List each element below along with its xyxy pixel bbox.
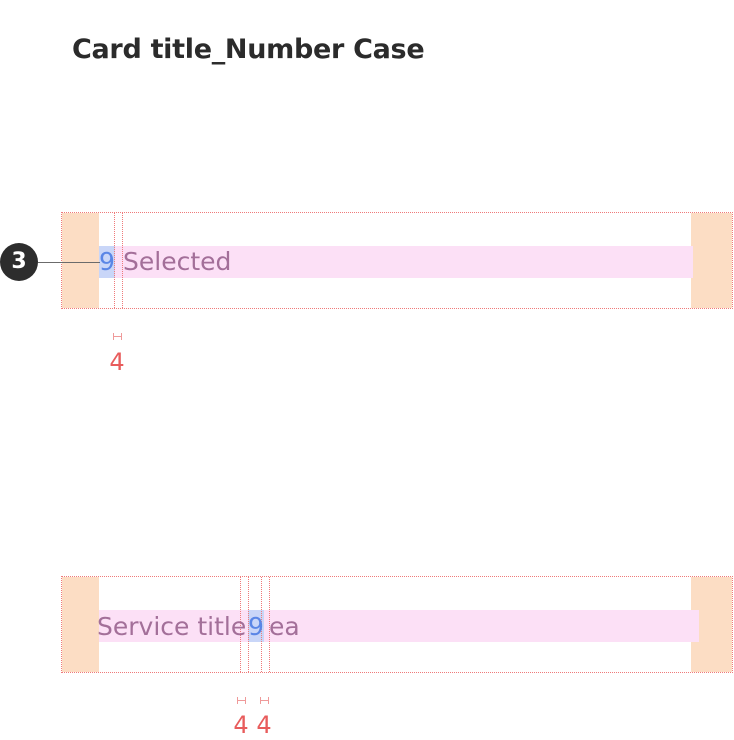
count-number: 9	[99, 247, 115, 276]
left-padding	[62, 577, 99, 672]
card-example-selected: 9 Selected	[61, 212, 733, 309]
gap-measure-marker-right	[260, 696, 269, 705]
gap-measure-marker	[113, 332, 122, 341]
unit-label: ea	[269, 612, 300, 641]
gap-guide-2	[248, 577, 249, 672]
left-padding	[62, 213, 99, 308]
text-highlight	[99, 246, 693, 278]
card-example-service: Service title 9 ea	[61, 576, 733, 673]
gap-guide-3	[261, 577, 262, 672]
gap-guide-1	[240, 577, 241, 672]
callout-leader-line	[38, 262, 100, 263]
text-highlight	[99, 610, 699, 642]
gap-measure-marker-left	[237, 696, 246, 705]
gap-measure-label-left: 4	[233, 711, 249, 739]
gap-guide-right	[122, 213, 123, 308]
gap-guide-left	[114, 213, 115, 308]
gap-guide-4	[269, 577, 270, 672]
selected-label: Selected	[123, 247, 232, 276]
gap-measure-label-right: 4	[256, 711, 272, 739]
count-number: 9	[248, 612, 264, 641]
gap-measure-label: 4	[109, 348, 125, 376]
service-title-label: Service title	[97, 612, 247, 641]
number-highlight	[99, 246, 115, 278]
right-padding	[691, 213, 732, 308]
page-title: Card title_Number Case	[72, 34, 425, 65]
callout-badge: 3	[0, 243, 38, 281]
number-highlight	[248, 610, 264, 642]
